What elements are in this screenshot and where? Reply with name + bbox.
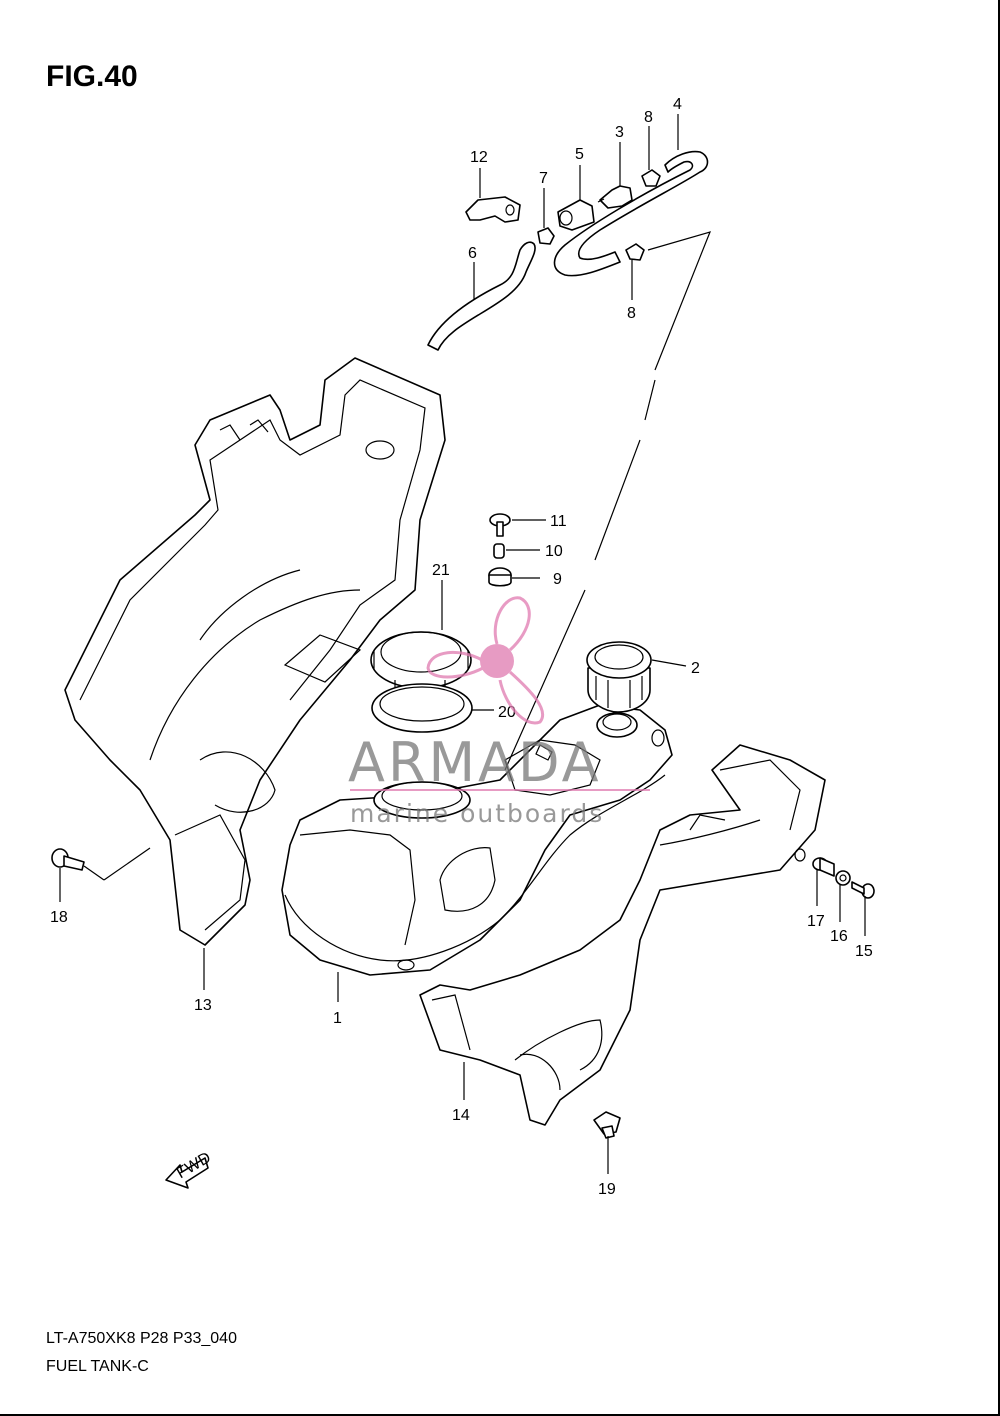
washer-16 <box>835 870 851 886</box>
callout-16: 16 <box>830 928 848 945</box>
clip-8-upper <box>641 169 661 187</box>
callout-14: 14 <box>452 1107 470 1124</box>
callout-17: 17 <box>807 913 825 930</box>
model-code: LT-A750XK8 P28 P33_040 <box>46 1330 237 1347</box>
leader-lines <box>59 114 866 1174</box>
callout-15: 15 <box>855 943 873 960</box>
watermark-brand: ARMADA <box>348 731 602 794</box>
bolt-11 <box>489 513 511 537</box>
watermark-logo-icon <box>426 596 545 725</box>
pump-retainer-21 <box>370 631 472 690</box>
section-name: FUEL TANK-C <box>46 1358 149 1375</box>
callout-6: 6 <box>468 245 477 262</box>
cushion-9 <box>488 567 512 587</box>
hose-4 <box>553 150 709 277</box>
clip-7 <box>537 227 555 245</box>
joint-5 <box>557 199 595 231</box>
valve-3 <box>597 185 633 209</box>
fuel-cap-2 <box>586 641 652 713</box>
callout-4: 4 <box>673 96 682 113</box>
callout-11: 11 <box>550 513 567 530</box>
callout-20: 20 <box>498 704 516 721</box>
clip-19 <box>593 1111 621 1139</box>
callout-7: 7 <box>539 170 548 187</box>
callout-1: 1 <box>333 1010 342 1027</box>
frame-cover-13 <box>64 357 446 946</box>
collar-10 <box>493 543 505 559</box>
callout-12: 12 <box>470 149 488 166</box>
callout-8-lower: 8 <box>627 305 636 322</box>
fwd-arrow-icon: FWD <box>165 1149 214 1189</box>
hose-bracket-12 <box>465 196 521 223</box>
bolt-15 <box>851 881 875 899</box>
breather-hose-6 <box>427 241 536 351</box>
callout-9: 9 <box>553 571 562 588</box>
callout-13: 13 <box>194 997 212 1014</box>
callout-8-upper: 8 <box>644 109 653 126</box>
side-cover-14 <box>419 744 826 1126</box>
callout-2: 2 <box>691 660 700 677</box>
callout-10: 10 <box>545 543 563 560</box>
watermark: ARMADA marine outboards <box>348 596 650 828</box>
clip-8-lower <box>625 243 645 261</box>
pump-gasket-20 <box>371 683 473 733</box>
bolt-18 <box>51 848 85 871</box>
callout-5: 5 <box>575 146 584 163</box>
collar-17 <box>812 857 835 877</box>
callout-19: 19 <box>598 1181 616 1198</box>
callout-3: 3 <box>615 124 624 141</box>
figure-title: FIG.40 <box>46 60 138 93</box>
watermark-tagline: marine outboards <box>350 799 604 828</box>
callout-21: 21 <box>432 562 450 579</box>
callout-18: 18 <box>50 909 68 926</box>
